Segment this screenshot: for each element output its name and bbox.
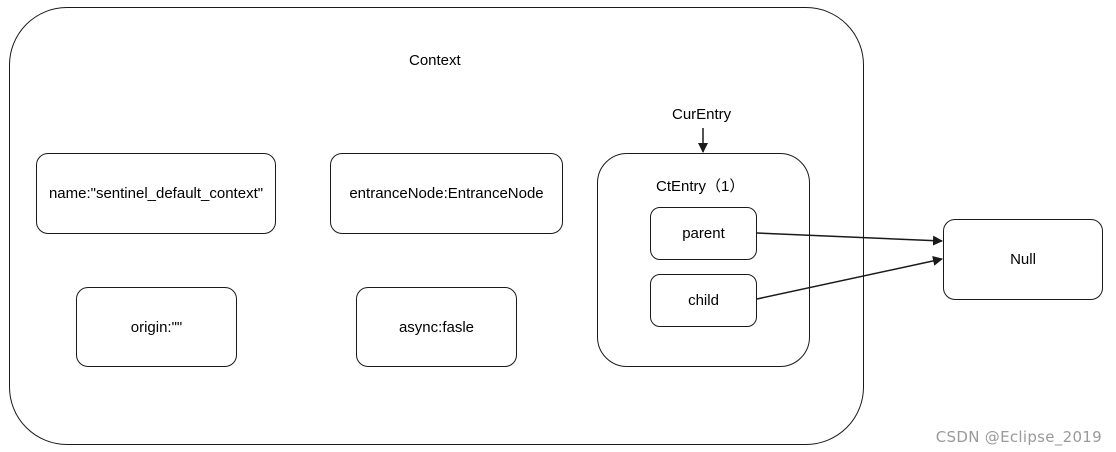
name-field-label: name:"sentinel_default_context": [48, 185, 264, 202]
origin-field-box: origin:"": [76, 287, 237, 367]
entrance-node-box: entranceNode:EntranceNode: [330, 153, 563, 234]
cur-entry-label: CurEntry: [672, 106, 732, 123]
async-field-label: async:fasle: [398, 318, 475, 336]
async-field-box: async:fasle: [356, 287, 517, 367]
null-node-label: Null: [1010, 251, 1036, 268]
child-box: child: [650, 274, 757, 327]
ctentry-container: [597, 153, 810, 367]
child-to-null-arrow: [756, 256, 943, 300]
parent-box: parent: [650, 207, 757, 260]
ctentry-title: CtEntry（1）: [656, 178, 745, 195]
parent-label: parent: [682, 225, 725, 242]
entrance-node-label: entranceNode:EntranceNode: [349, 185, 544, 202]
csdn-watermark: CSDN @Eclipse_2019: [935, 428, 1102, 446]
null-node-box: Null: [943, 219, 1103, 300]
child-label: child: [688, 292, 719, 309]
origin-field-label: origin:"": [130, 318, 183, 336]
parent-to-null-arrow: [756, 232, 943, 246]
context-title: Context: [409, 52, 461, 69]
name-field-box: name:"sentinel_default_context": [36, 153, 276, 234]
